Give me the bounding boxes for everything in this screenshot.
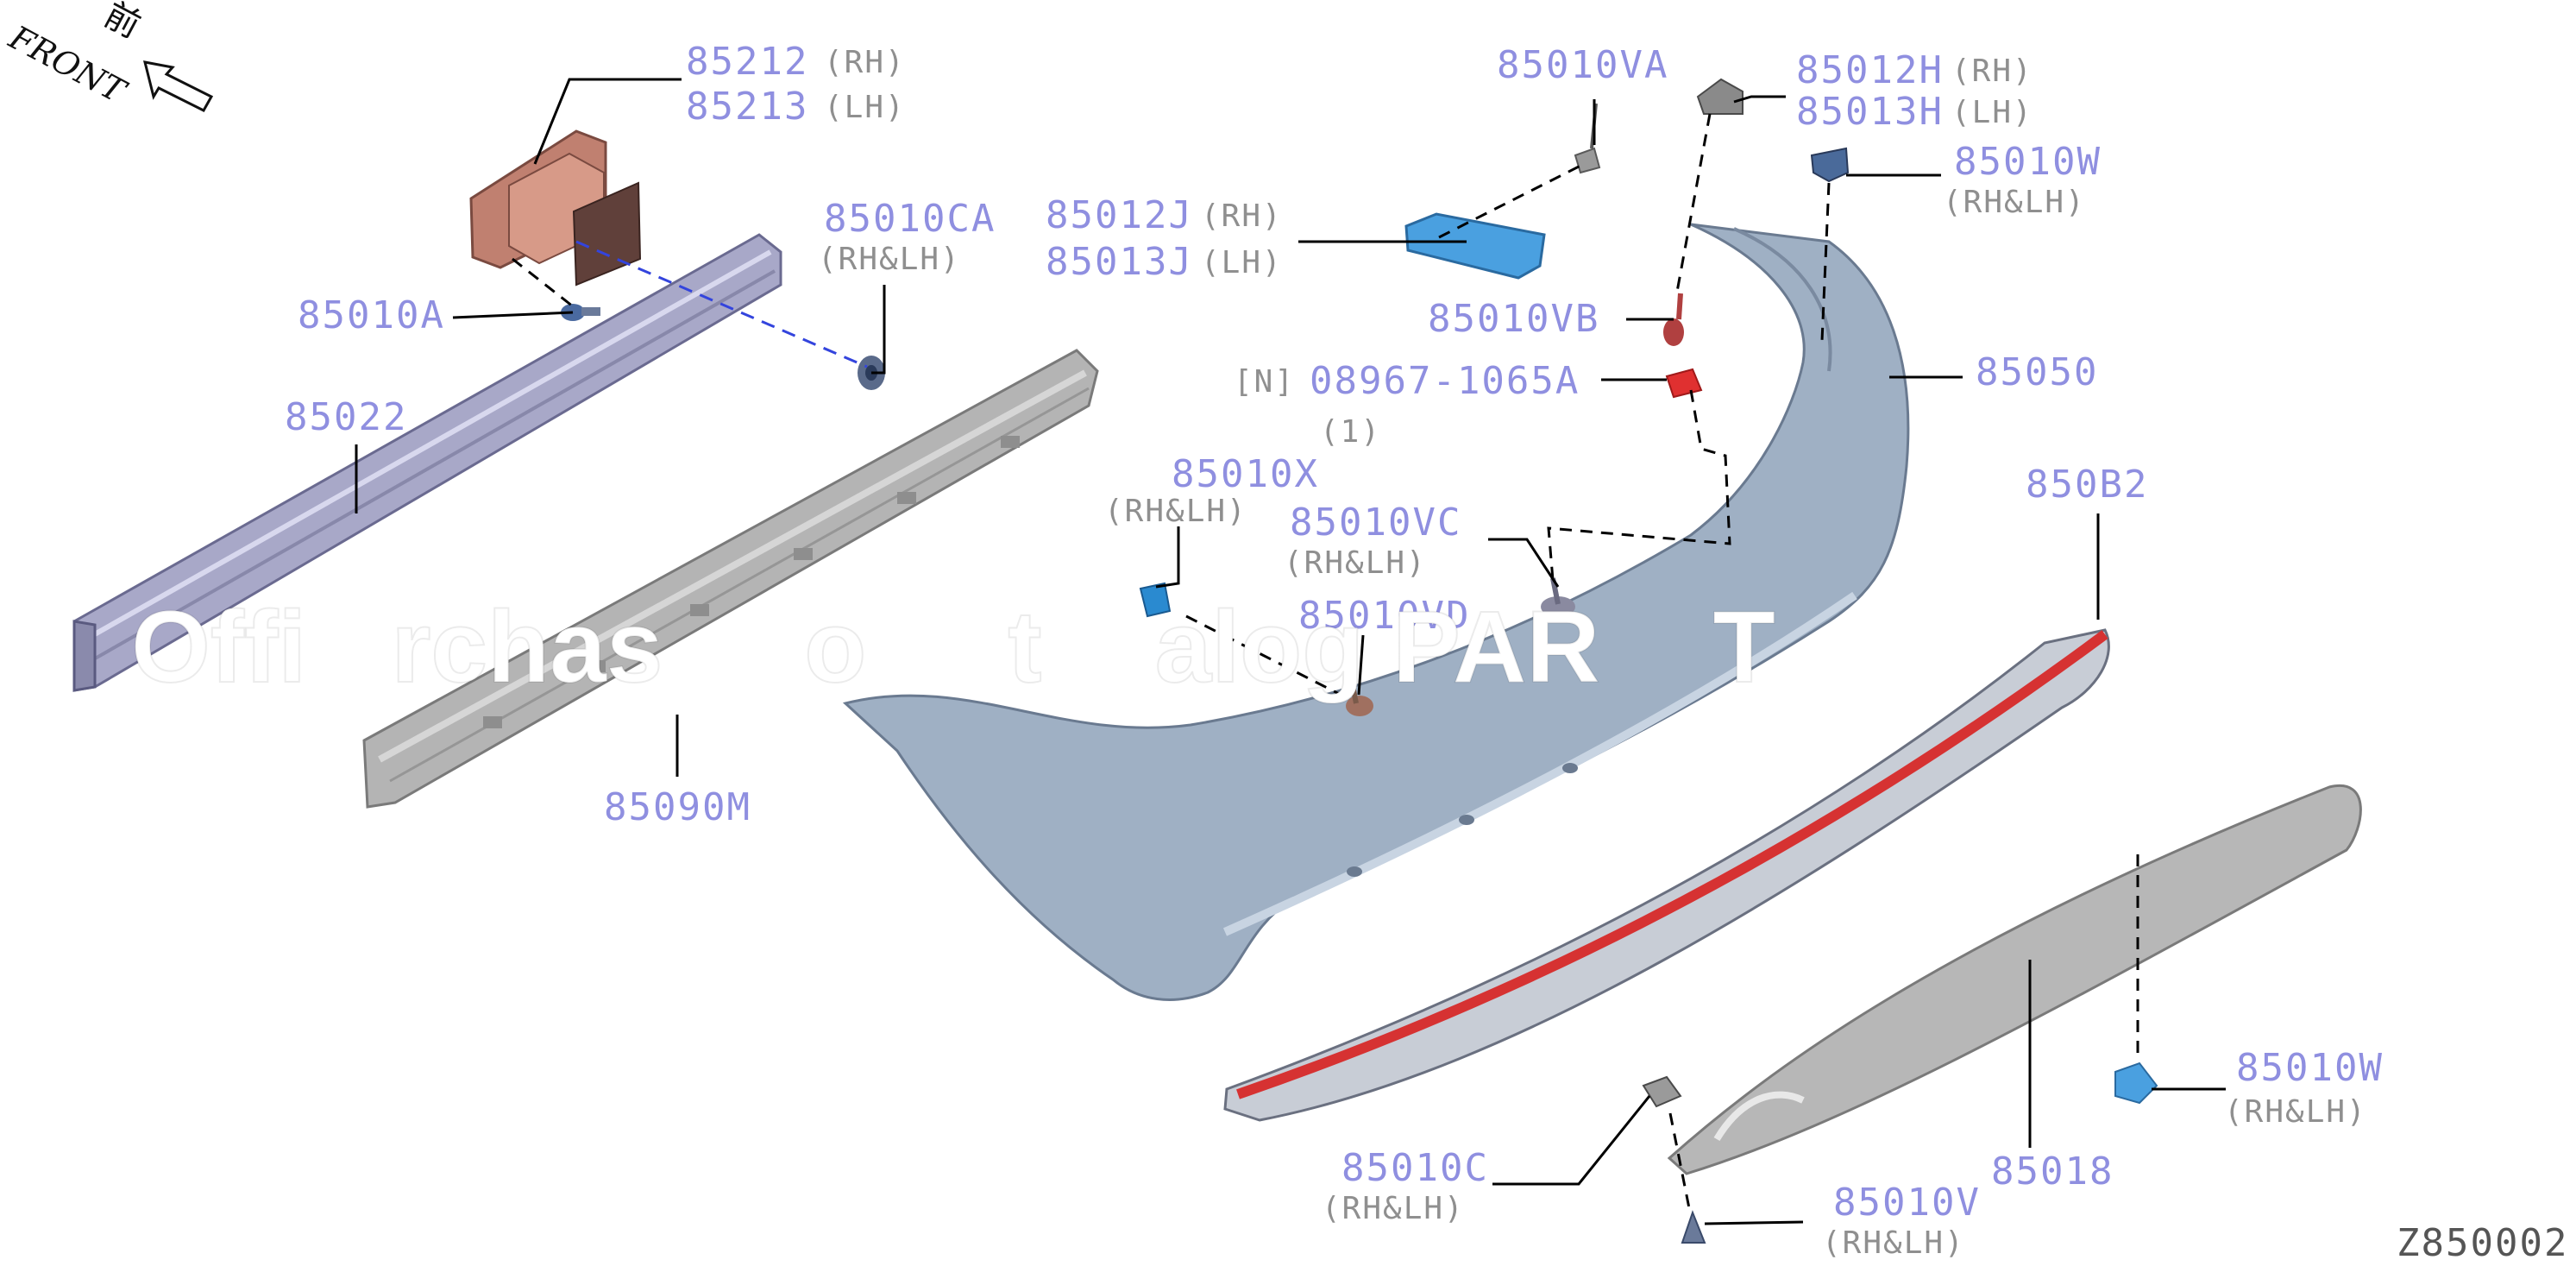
callout-85013H-qual: (LH) xyxy=(1951,95,2033,130)
callout-85010C-num: 85010C xyxy=(1341,1146,1489,1190)
retainer-08967 xyxy=(1665,368,1703,399)
callout-850B2-num: 850B2 xyxy=(2026,463,2148,507)
reinforcement-beam-85022 xyxy=(72,233,782,692)
callout-85018-num: 85018 xyxy=(1991,1150,2114,1194)
callout-85013J-qual: (LH) xyxy=(1201,245,1283,280)
callout-85212-qual: (RH) xyxy=(824,45,906,80)
callout-85022-num: 85022 xyxy=(285,395,407,439)
callout-85010VC-num: 85010VC xyxy=(1290,501,1461,545)
callout-85010V-num: 85010V xyxy=(1833,1181,1981,1225)
callout-85010VA-num: 85010VA xyxy=(1497,43,1668,87)
callout-85012H-qual: (RH) xyxy=(1951,54,2033,89)
callouts: 85212 (RH) 85213 (LH) 85010CA (RH&LH) 85… xyxy=(285,40,2384,1261)
callout-85010VB-num: 85010VB xyxy=(1428,297,1599,341)
bracket-85010C xyxy=(1642,1075,1682,1108)
clip-85010W-top xyxy=(1810,147,1850,183)
callout-85013J-num: 85013J xyxy=(1046,240,1193,284)
front-indicator: FRONT 前 xyxy=(3,0,214,112)
clip-85010V xyxy=(1681,1210,1706,1244)
assembly-lines xyxy=(512,113,2139,1209)
callout-85010W-bottom-num: 85010W xyxy=(2236,1046,2384,1090)
clip-85010X xyxy=(1139,582,1172,618)
clip-85010W-bottom xyxy=(2114,1061,2158,1105)
front-arrow-icon xyxy=(142,60,214,112)
skid-panel-85018 xyxy=(1667,784,2362,1175)
callout-85013H-num: 85013H xyxy=(1796,90,1944,134)
screw-85010VB xyxy=(1663,293,1684,346)
callout-85010VC-qual: (RH&LH) xyxy=(1284,545,1427,581)
callout-85010W-top-qual: (RH&LH) xyxy=(1943,185,2086,220)
callout-85050-num: 85050 xyxy=(1976,350,2098,394)
bracket-85212 xyxy=(469,129,642,287)
callout-08967-num: 08967-1065A xyxy=(1310,359,1580,403)
screw-85010VA xyxy=(1574,103,1601,174)
callout-85213-num: 85213 xyxy=(686,85,808,129)
callout-85010V-qual: (RH&LH) xyxy=(1822,1225,1965,1261)
callout-85010CA-num: 85010CA xyxy=(824,197,996,241)
callout-85010W-bottom-qual: (RH&LH) xyxy=(2224,1094,2367,1130)
energy-absorber-85090M xyxy=(362,349,1099,809)
callout-85010CA-qual: (RH&LH) xyxy=(818,242,961,277)
callout-85010W-top-num: 85010W xyxy=(1954,140,2102,184)
callout-85012H-num: 85012H xyxy=(1796,48,1944,92)
callout-85012J-qual: (RH) xyxy=(1201,198,1283,234)
callout-85212-num: 85212 xyxy=(686,40,808,84)
callout-85012J-num: 85012J xyxy=(1046,193,1193,237)
callout-08967-prefix: [N] xyxy=(1234,364,1295,400)
callout-85010VD-num: 85010VD xyxy=(1298,594,1470,638)
callout-85010A-num: 85010A xyxy=(298,293,445,337)
bumper-fascia-85050 xyxy=(842,223,1910,1001)
callout-85213-qual: (LH) xyxy=(824,90,906,125)
watermark-text: Offi rchas o t alog PAR T xyxy=(131,590,1775,704)
bracket-85012J xyxy=(1404,212,1546,280)
callout-85010X-qual: (RH&LH) xyxy=(1104,494,1247,529)
callout-85090M-num: 85090M xyxy=(604,785,751,829)
leader-lines xyxy=(355,78,2226,1225)
callout-08967-qty: (1) xyxy=(1320,414,1381,450)
callout-85010C-qual: (RH&LH) xyxy=(1322,1191,1465,1226)
diffuser-trim-850B2 xyxy=(1223,628,2110,1122)
callout-85010X-num: 85010X xyxy=(1172,452,1319,496)
front-kanji: 前 xyxy=(97,0,147,47)
screw-85010VD xyxy=(1346,685,1373,716)
bracket-85012H xyxy=(1696,78,1744,115)
figure-id: Z850002 xyxy=(2397,1221,2568,1265)
